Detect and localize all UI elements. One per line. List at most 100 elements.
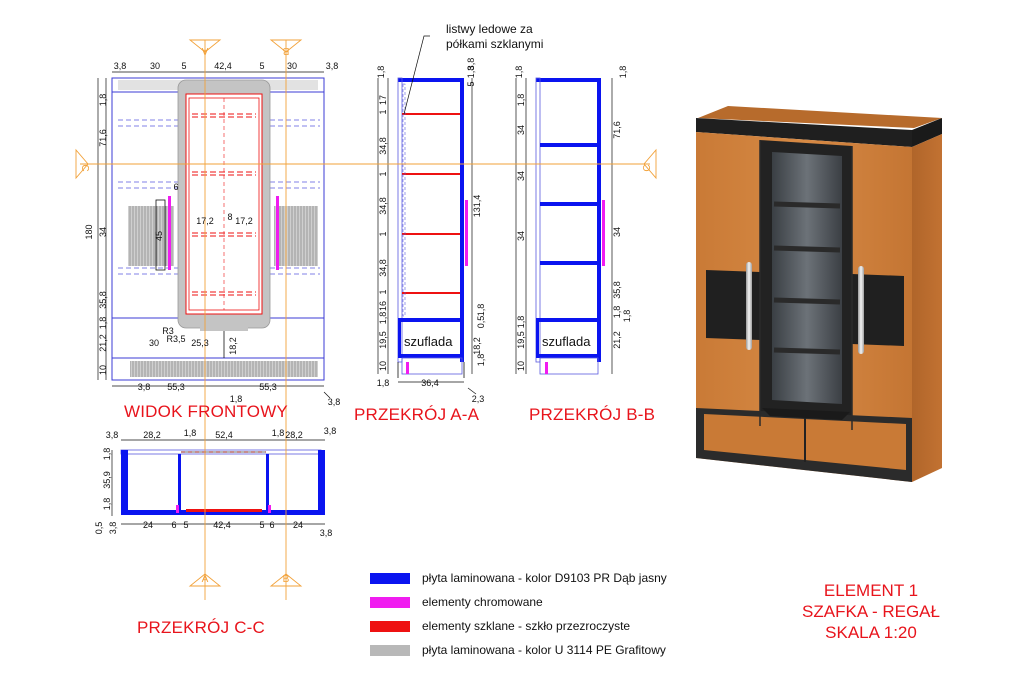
dimension-label: 3,8 <box>324 426 337 436</box>
dimension-label: 36,4 <box>421 378 439 388</box>
front-outline <box>111 77 325 381</box>
dimension-label: 30 <box>150 61 160 71</box>
dimension-label: 21,2 <box>612 331 622 349</box>
dimension-label: 1,8 <box>622 310 632 323</box>
section-marker-label: B <box>282 45 289 56</box>
dimension-label: 3,8 <box>328 397 341 407</box>
dimension-label: 1,8 <box>476 304 486 317</box>
drawing-scale: SKALA 1:20 <box>825 623 917 642</box>
dimension-label: 5 <box>181 61 186 71</box>
dimension-label: 21,2 <box>98 334 108 352</box>
cabinet-3d-render <box>696 106 942 482</box>
dimension-label: 1,8 <box>184 428 197 438</box>
dimension-label: 19,5 <box>516 331 526 349</box>
dimension-label: 1,8 <box>102 448 112 461</box>
dimension-label: 3,8 <box>138 382 151 392</box>
dimension-label: 16 <box>378 301 388 311</box>
led-strip-note: listwy ledowe za półkami szklanymi <box>446 22 543 52</box>
dimension-label: 3,8 <box>106 430 119 440</box>
dimension-label: 34 <box>516 231 526 241</box>
legend-item: płyta laminowana - kolor U 3114 PE Grafi… <box>370 640 666 660</box>
front-plinth <box>130 361 318 377</box>
dimension-label: 18,2 <box>472 337 482 355</box>
dimension-label: 0,5 <box>476 316 486 329</box>
section-cc-title: PRZEKRÓJ C-C <box>137 618 266 637</box>
dimension-label: R3 <box>162 326 174 336</box>
element-type: SZAFKA - REGAŁ <box>802 602 940 621</box>
dimension-label: 1,8 <box>516 316 526 329</box>
dimension-label: 24 <box>293 520 303 530</box>
dimension-label: 5 <box>466 81 476 86</box>
dimension-label: 1,8 <box>98 317 108 330</box>
dimension-label: 5 <box>259 520 264 530</box>
legend-label: elementy chromowane <box>422 595 543 609</box>
front-left-graphite-panel <box>128 206 174 266</box>
dimension-label: 30 <box>287 61 297 71</box>
section-marker-label: A <box>202 574 209 585</box>
dimension-label: 1 <box>378 109 388 114</box>
dimension-label: 10 <box>516 361 526 371</box>
dimension-label: 10 <box>98 365 108 375</box>
front-view-title: WIDOK FRONTOWY <box>124 402 288 421</box>
dimension-label: 1,8 <box>612 306 622 319</box>
dimension-label: 24 <box>143 520 153 530</box>
dimension-label: 1,8 <box>476 354 486 367</box>
dimension-label: 71,6 <box>612 121 622 139</box>
dimension-label: 34 <box>612 227 622 237</box>
front-view <box>111 77 325 381</box>
dimension-label: 1,8 <box>466 66 476 79</box>
section-cc <box>120 449 325 515</box>
dimension-label: 34,8 <box>378 197 388 215</box>
dimension-label: 0,5 <box>94 522 104 535</box>
dimension-label: 5 <box>183 520 188 530</box>
dimension-label: 52,4 <box>215 430 233 440</box>
section-cut-lines <box>75 39 657 600</box>
dimension-label: 6 <box>171 520 176 530</box>
dimension-label: 55,3 <box>167 382 185 392</box>
front-right-graphite-panel <box>274 206 318 266</box>
dimension-label: 3,8 <box>114 61 127 71</box>
section-marker-label: C <box>642 164 653 171</box>
dimension-label: 3,8 <box>466 58 476 71</box>
dimension-label: 8 <box>227 212 232 222</box>
led-note-line-1: listwy ledowe za <box>446 22 533 36</box>
led-note-line-2: półkami szklanymi <box>446 37 544 51</box>
dimension-label: 34,8 <box>378 137 388 155</box>
legend-item: płyta laminowana - kolor D9103 PR Dąb ja… <box>370 568 667 588</box>
legend-item: elementy szklane - szkło przezroczyste <box>370 616 630 636</box>
section-bb <box>535 77 605 375</box>
dimension-label: 55,3 <box>259 382 277 392</box>
section-bb-drawer-label: szuflada <box>542 334 591 349</box>
dimension-label: 3,8 <box>326 61 339 71</box>
dimension-label: 35,9 <box>102 471 112 489</box>
dimension-lines <box>97 35 613 525</box>
dimension-label: 1,8 <box>102 498 112 511</box>
element-title-block: ELEMENT 1 SZAFKA - REGAŁ SKALA 1:20 <box>786 580 956 643</box>
dimension-label: 1,8 <box>376 66 386 79</box>
section-aa-title: PRZEKRÓJ A-A <box>354 405 480 424</box>
section-marker-label: C <box>79 164 90 171</box>
dimension-label: 35,8 <box>98 291 108 309</box>
dimension-label: 17 <box>378 95 388 105</box>
dimension-label: 30 <box>149 338 159 348</box>
dimension-label: 34,8 <box>378 259 388 277</box>
dimension-label: 17,2 <box>235 216 253 226</box>
dimension-label: 3,8 <box>108 522 118 535</box>
dimension-label: 42,4 <box>214 61 232 71</box>
dimension-label: 25,3 <box>191 338 209 348</box>
dimension-label: 2,3 <box>472 394 485 404</box>
dimension-label: 34 <box>516 125 526 135</box>
dimension-label: 28,2 <box>285 430 303 440</box>
front-left-handle <box>168 196 171 270</box>
dimension-label: 6 <box>269 520 274 530</box>
dimension-label: 1 <box>378 289 388 294</box>
dimension-label: 1,8 <box>378 312 388 325</box>
dimension-label: 1,8 <box>98 94 108 107</box>
dimension-label: 1,8 <box>516 94 526 107</box>
dimension-label: 71,6 <box>98 129 108 147</box>
dimension-label: 34 <box>516 171 526 181</box>
dimension-label: 180 <box>84 224 94 239</box>
